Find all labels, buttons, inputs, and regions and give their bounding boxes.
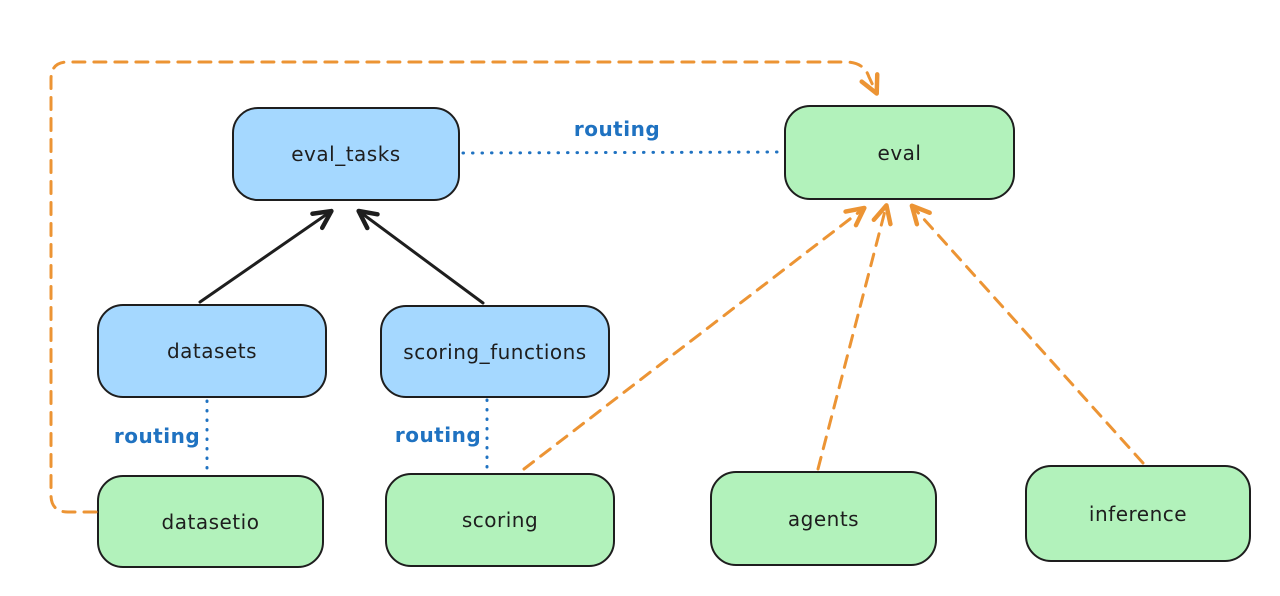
node-scoring-label: scoring xyxy=(461,508,539,532)
node-eval-label: eval xyxy=(877,140,922,165)
node-inference-label: inference xyxy=(1088,501,1188,526)
node-scoring: scoring xyxy=(385,473,615,567)
node-eval-tasks: eval_tasks xyxy=(232,107,460,201)
edge-inference-to-eval xyxy=(909,203,1145,465)
edge-datasets-to-eval-tasks xyxy=(198,208,334,304)
node-eval-tasks-label: eval_tasks xyxy=(291,142,401,166)
routing-label-scoring-functions-scoring: routing xyxy=(394,423,482,447)
edge-agents-to-eval xyxy=(816,203,893,471)
routing-label-eval-tasks-eval: routing xyxy=(573,117,661,141)
node-scoring-functions-label: scoring_functions xyxy=(403,339,587,364)
edge-scoring-functions-to-eval-tasks xyxy=(356,208,485,305)
node-eval: eval xyxy=(784,105,1015,200)
node-inference: inference xyxy=(1025,465,1251,562)
routing-label-datasets-datasetio: routing xyxy=(113,424,201,448)
edge-eval-tasks-to-eval-routing xyxy=(461,150,784,155)
node-datasetio-label: datasetio xyxy=(161,509,260,534)
node-scoring-functions: scoring_functions xyxy=(380,305,610,398)
node-datasetio: datasetio xyxy=(97,475,324,568)
node-agents: agents xyxy=(710,471,937,566)
node-agents-label: agents xyxy=(787,506,860,531)
node-datasets: datasets xyxy=(97,304,327,398)
node-datasets-label: datasets xyxy=(166,339,258,363)
